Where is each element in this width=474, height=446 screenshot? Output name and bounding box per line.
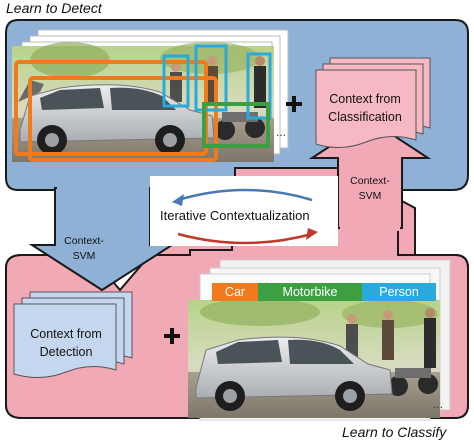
classification-line-1: Context from (329, 92, 401, 106)
detection-context-label: Context from Detection (14, 325, 118, 361)
classification-photo (188, 298, 440, 418)
tab-person: Person (379, 285, 419, 299)
detection-line-1: Context from (30, 327, 102, 341)
svm-right-line-2: SVM (358, 190, 382, 202)
person-detection-box-1 (162, 54, 190, 108)
tab-car: Car (224, 285, 246, 299)
context-svm-left-label: Context- SVM (56, 234, 112, 264)
motorbike-detection-box (202, 102, 270, 148)
iterative-contextualization-label: Iterative Contextualization (160, 208, 310, 223)
svm-left-line-2: SVM (72, 250, 96, 262)
car-tab-bg (212, 283, 258, 301)
detection-document-stack (13, 291, 133, 378)
person-tab-bg (362, 283, 436, 301)
svm-right-line-1: Context- (350, 175, 390, 187)
person-detection-box-2 (194, 44, 228, 112)
motorbike-tab-bg (258, 283, 362, 301)
plus-icon-bottom (164, 328, 180, 344)
join-cover-blue (57, 180, 149, 192)
classification-document-stack (315, 57, 431, 148)
svm-left-line-1: Context- (64, 235, 104, 247)
join-cover-pink (340, 225, 400, 231)
cycle-arrows-icon (172, 188, 318, 245)
plus-icon (286, 96, 302, 112)
person-detection-box-3 (246, 52, 272, 120)
context-svm-right-label: Context- SVM (342, 174, 398, 204)
classification-context-label: Context from Classification (312, 90, 418, 126)
detection-photo-stack: … (12, 29, 289, 162)
classification-line-2: Classification (328, 110, 402, 124)
car-detection-box-small (28, 76, 218, 162)
learn-to-classify-caption: Learn to Classify (342, 424, 447, 440)
ellipsis-icon-bottom: … (433, 400, 443, 411)
ellipsis-icon: … (276, 128, 286, 139)
tab-motorbike: Motorbike (282, 285, 338, 299)
learn-to-detect-caption: Learn to Detect (6, 0, 102, 16)
detection-line-2: Detection (39, 345, 93, 359)
